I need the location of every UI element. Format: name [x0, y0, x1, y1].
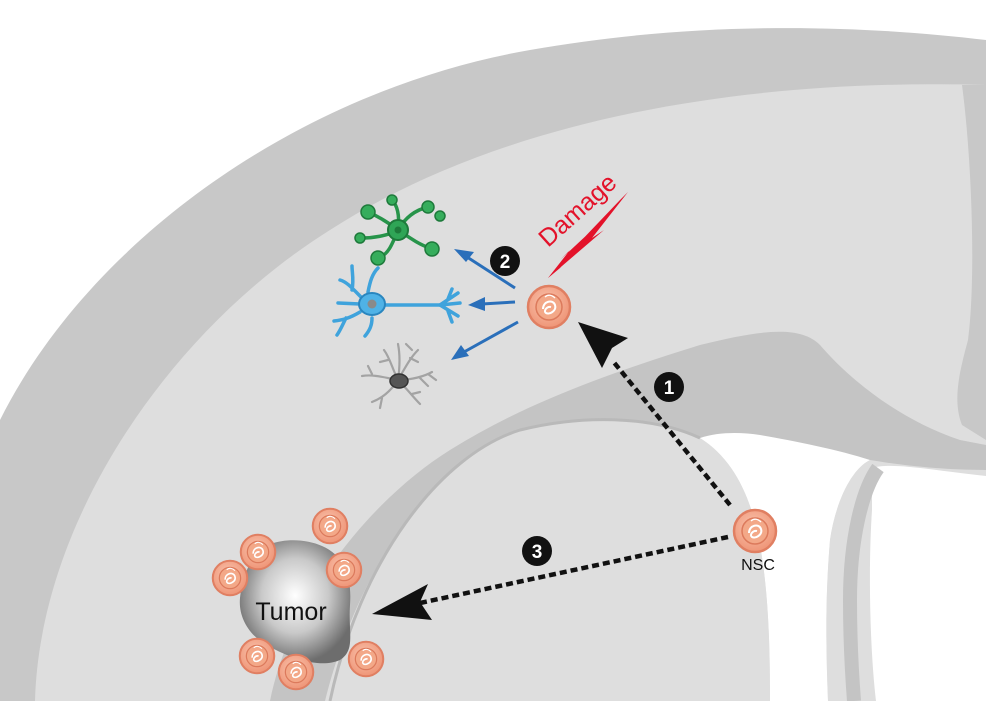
nsc-cell-icon-tumor	[211, 559, 249, 597]
nsc-cell-icon-tumor	[311, 507, 349, 545]
astrocyte-icon	[360, 342, 438, 410]
step-badge-3: 3	[522, 536, 552, 566]
nsc-cell-icon-damage-site	[526, 284, 572, 330]
nsc-label: NSC	[741, 557, 775, 574]
oligodendrocyte-icon	[354, 194, 446, 266]
tumor-mass-icon	[239, 540, 351, 664]
step-badge-1: 1	[654, 372, 684, 402]
damage-lightning-bolt-icon	[548, 192, 628, 278]
nsc-cell-icon-source	[732, 508, 778, 554]
ventricle-region	[270, 331, 986, 701]
step-badge-2: 2	[490, 246, 520, 276]
migration-path-to-damage	[578, 322, 732, 507]
differentiation-arrows	[451, 249, 519, 360]
step-number-3: 3	[532, 542, 543, 563]
step-number-2: 2	[500, 252, 511, 273]
neuron-icon	[332, 264, 462, 338]
tumor-label: Tumor	[255, 598, 326, 626]
nsc-cell-icon-tumor	[325, 551, 363, 589]
step-number-1: 1	[664, 378, 675, 399]
nsc-cell-icon-tumor	[239, 533, 277, 571]
nsc-cell-icon-tumor	[347, 640, 385, 678]
migration-path-to-tumor	[372, 534, 729, 620]
nsc-cell-icon-tumor	[238, 637, 276, 675]
nsc-cell-icon-tumor	[277, 653, 315, 691]
